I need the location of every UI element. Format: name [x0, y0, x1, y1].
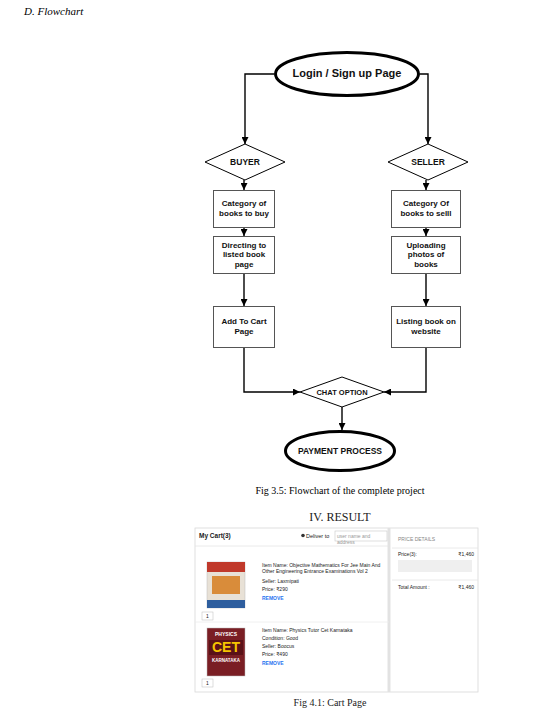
node-label: Directing to listed book page: [217, 241, 271, 270]
node-label: Category of books to buy: [217, 199, 271, 218]
price-label: Total Amount :: [398, 584, 448, 590]
item-condition: Condition: Good: [262, 635, 382, 641]
start-ellipse: Login / Sign up Page: [274, 51, 420, 97]
flow-arrow: [243, 274, 244, 306]
diamond-shape: [300, 377, 384, 407]
decision-diamond: CHAT OPTION: [300, 377, 384, 407]
item-name: Item Name: Physics Tutor Cet Karnataka: [262, 627, 384, 633]
flow-arrow: [384, 348, 426, 392]
location-pin: [301, 534, 305, 538]
node-label: Uploading photos of books: [395, 241, 457, 270]
book-cover: [207, 628, 245, 676]
diamond-shape: [388, 144, 468, 180]
figure-caption: Fig 3.5: Flowchart of the complete proje…: [190, 485, 490, 497]
cover-text: PHYSICS: [207, 631, 245, 637]
flow-arrow: [341, 407, 342, 430]
header-rule: [195, 546, 389, 547]
quantity-box: [202, 612, 213, 620]
node-label: Login / Sign up Page: [293, 67, 402, 80]
process-box: Category of books to buy: [213, 190, 275, 228]
cover-text: CET: [207, 639, 245, 656]
panel-heading: PRICE DETAILS: [398, 536, 468, 542]
price-rule: [392, 580, 478, 581]
item-rule: [195, 622, 389, 623]
figure-caption: Fig 4.1: Cart Page: [180, 697, 480, 709]
section-heading: IV. RESULT: [190, 510, 490, 524]
panel-divider: [388, 528, 391, 692]
flow-arrow: [425, 180, 426, 190]
cover-art: [212, 576, 240, 594]
item-seller: Seller: Laxmipati: [262, 578, 382, 584]
book-cover: [207, 562, 245, 608]
ellipse-shape: [276, 53, 419, 96]
flow-arrow: [245, 74, 274, 144]
quantity-value: 1: [202, 680, 213, 686]
price-value: ₹1,460: [444, 584, 474, 590]
remove-link: REMOVE: [262, 595, 322, 601]
node-label: Add To Cart Page: [217, 317, 271, 336]
quantity-box: [202, 679, 213, 687]
process-box: Category Of books to selll: [391, 190, 461, 228]
flow-arrow: [243, 228, 244, 236]
node-label: CHAT OPTION: [316, 388, 367, 397]
screenshot-border: [195, 528, 478, 692]
node-label: SELLER: [411, 157, 445, 167]
flow-arrow: [244, 348, 300, 392]
price-label: Price(3):: [398, 551, 438, 557]
process-box: Uploading photos of books: [391, 236, 461, 274]
quantity-value: 1: [202, 613, 213, 619]
process-box: Directing to listed book page: [213, 236, 275, 274]
item-name: Item Name: Objective Mathematics For Jee…: [262, 562, 384, 574]
cover-band: [207, 600, 245, 608]
item-price: Price: ₹490: [262, 651, 382, 657]
ellipse-shape: [286, 432, 395, 471]
item-seller: Seller: Boocus: [262, 643, 382, 649]
field-label: Deliver to: [306, 533, 336, 540]
node-label: BUYER: [230, 157, 260, 167]
flow-arrow: [425, 274, 426, 306]
flow-arrow: [243, 180, 244, 190]
cover-text: KARNATAKA: [207, 658, 245, 663]
input-placeholder: user name and address: [337, 533, 387, 545]
node-label: PAYMENT PROCESS: [298, 446, 382, 456]
end-ellipse: PAYMENT PROCESS: [284, 430, 396, 472]
node-label: Listing book on website: [395, 317, 457, 336]
decision-diamond: BUYER: [205, 144, 285, 180]
price-bar: [398, 560, 472, 572]
price-value: ₹1,460: [444, 551, 474, 557]
process-box: Listing book on website: [391, 306, 461, 348]
process-box: Add To Cart Page: [213, 306, 275, 348]
node-label: Category Of books to selll: [395, 199, 457, 218]
remove-link: REMOVE: [262, 660, 322, 666]
cart-title: My Cart(3): [199, 532, 269, 540]
flow-arrow: [425, 228, 426, 236]
section-heading: D. Flowchart: [24, 5, 83, 18]
price-rule: [392, 548, 478, 549]
diamond-shape: [205, 144, 285, 180]
flow-arrow: [420, 74, 428, 144]
item-price: Price: ₹290: [262, 586, 382, 592]
decision-diamond: SELLER: [388, 144, 468, 180]
cover-band: [207, 562, 245, 572]
